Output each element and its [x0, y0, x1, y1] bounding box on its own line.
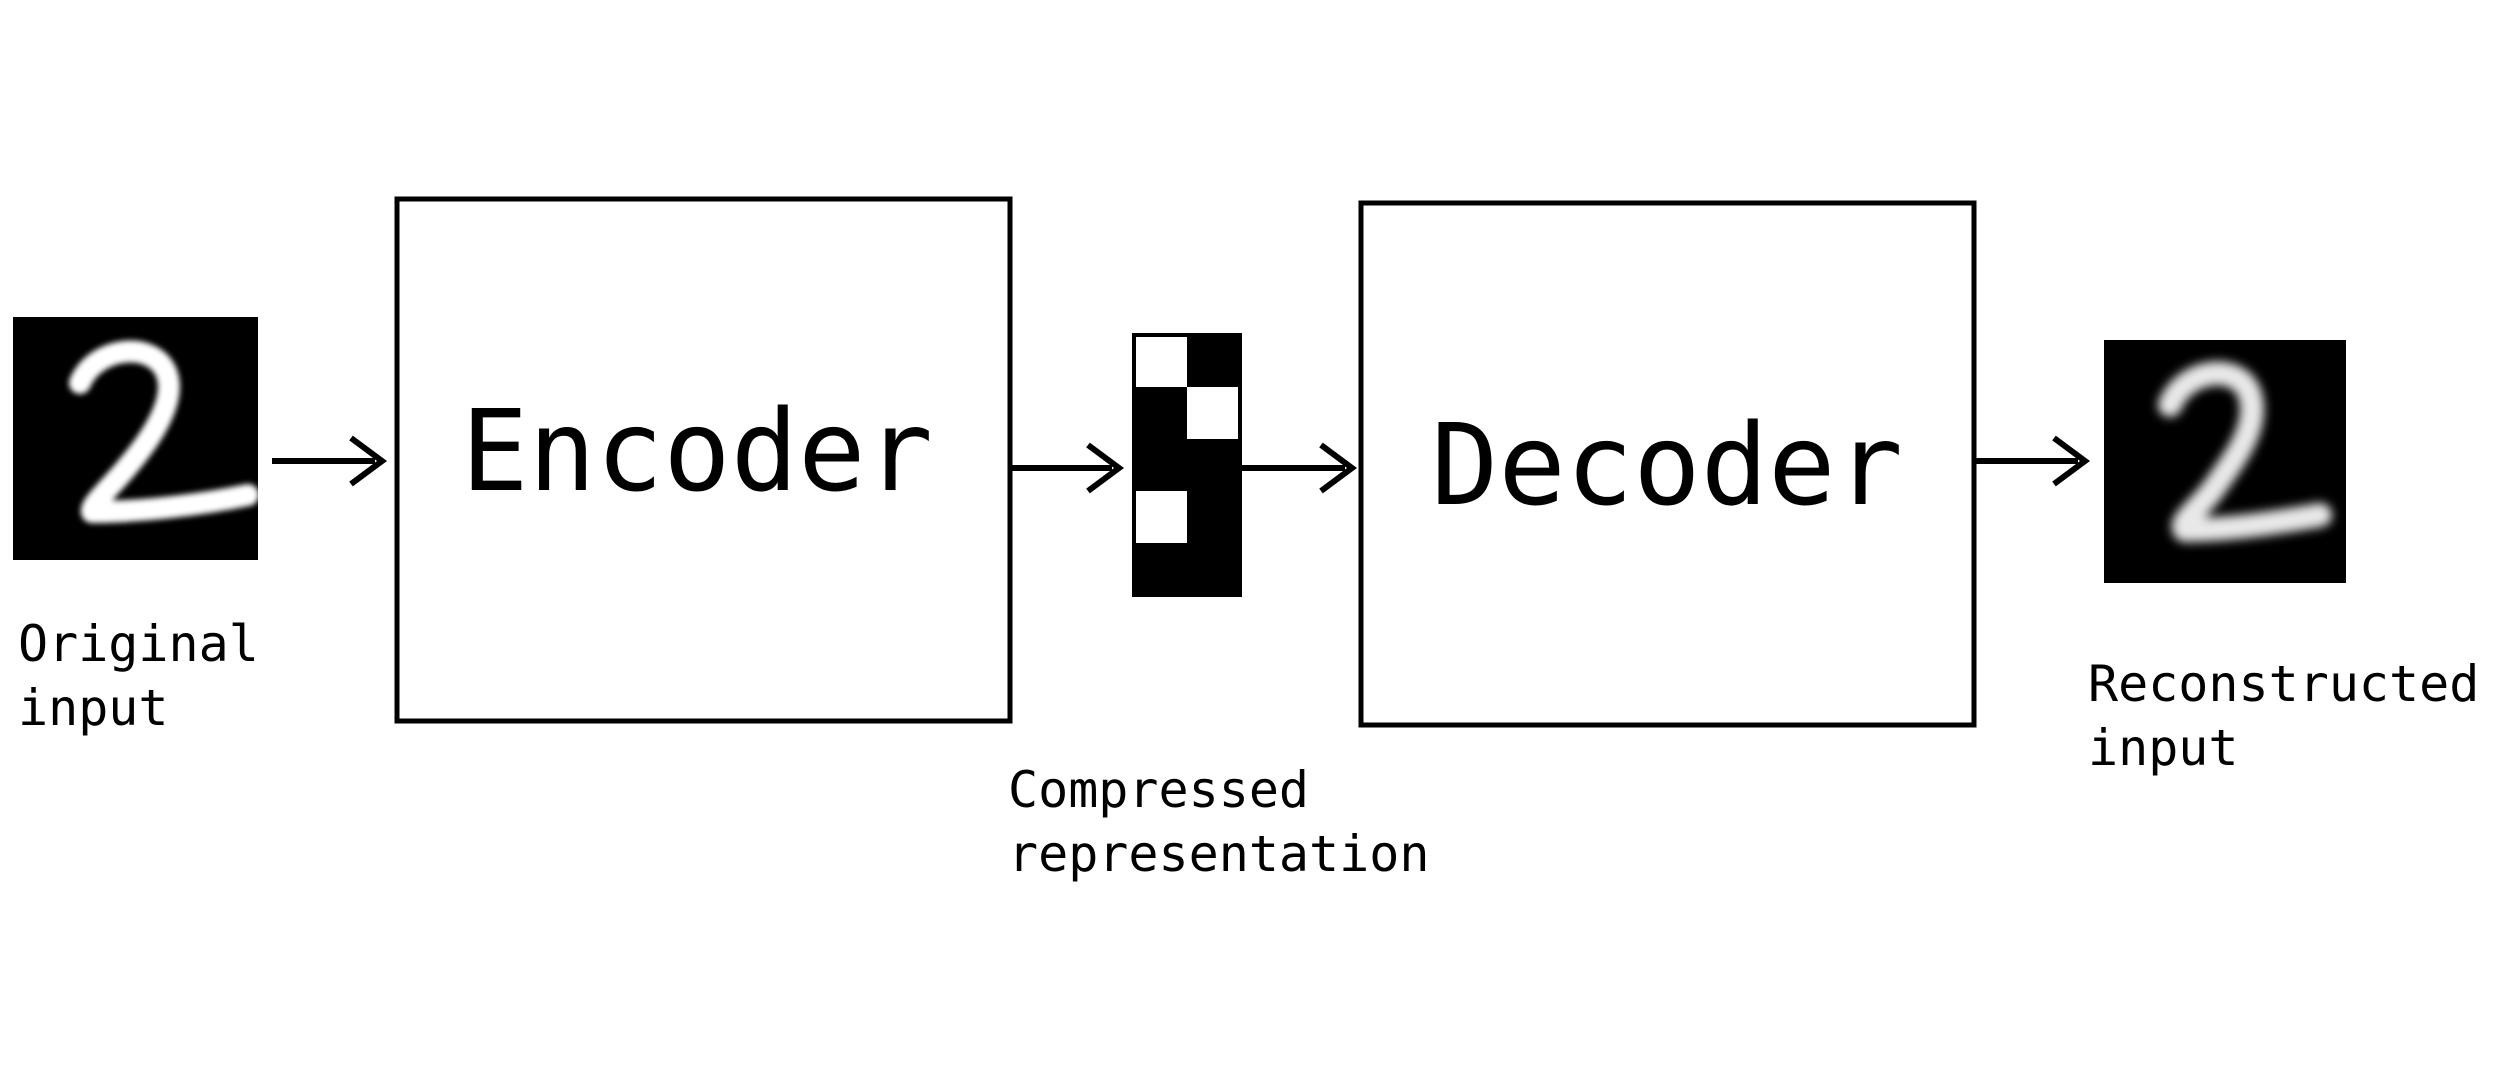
- arrow-input-to-encoder: [272, 435, 388, 487]
- original-input-caption-line1: Original: [18, 615, 259, 673]
- original-input-image: [13, 317, 259, 560]
- code-cell: [1187, 439, 1240, 491]
- reconstructed-caption-line2: input: [2088, 719, 2239, 777]
- code-cell: [1187, 491, 1240, 543]
- code-cell: [1187, 543, 1240, 595]
- code-cell: [1134, 543, 1187, 595]
- arrow-encoder-to-code: [1010, 442, 1125, 494]
- decoder-box: [1358, 200, 1977, 728]
- reconstructed-caption-line1: Reconstructed: [2088, 655, 2480, 713]
- original-digit-stroke: [69, 340, 259, 523]
- compressed-representation-caption: Compressed representation: [1008, 758, 1429, 886]
- code-cell: [1134, 387, 1187, 439]
- code-cell: [1134, 491, 1187, 543]
- original-input-caption-line2: input: [18, 679, 169, 737]
- code-cell: [1134, 335, 1187, 387]
- encoder-block: Encoder: [394, 196, 1013, 724]
- compressed-code-vector: [1132, 333, 1242, 597]
- reconstructed-input-image: [2104, 340, 2346, 583]
- reconstructed-digit-stroke: [2158, 361, 2332, 542]
- code-cell: [1187, 387, 1240, 439]
- arrow-decoder-to-output: [1974, 435, 2091, 487]
- encoder-label: Encoder: [461, 387, 933, 517]
- code-vector-border: [1132, 333, 1242, 597]
- code-cell: [1134, 439, 1187, 491]
- original-input-caption: Original input: [18, 612, 259, 740]
- code-cell: [1187, 335, 1240, 387]
- compressed-caption-line1: Compressed: [1008, 761, 1310, 819]
- encoder-box: [394, 196, 1013, 724]
- compressed-caption-line2: representation: [1008, 825, 1430, 883]
- reconstructed-input-caption: Reconstructed input: [2088, 652, 2479, 780]
- arrow-code-to-decoder: [1241, 442, 1358, 494]
- decoder-label: Decoder: [1431, 401, 1903, 531]
- decoder-block: Decoder: [1358, 200, 1977, 728]
